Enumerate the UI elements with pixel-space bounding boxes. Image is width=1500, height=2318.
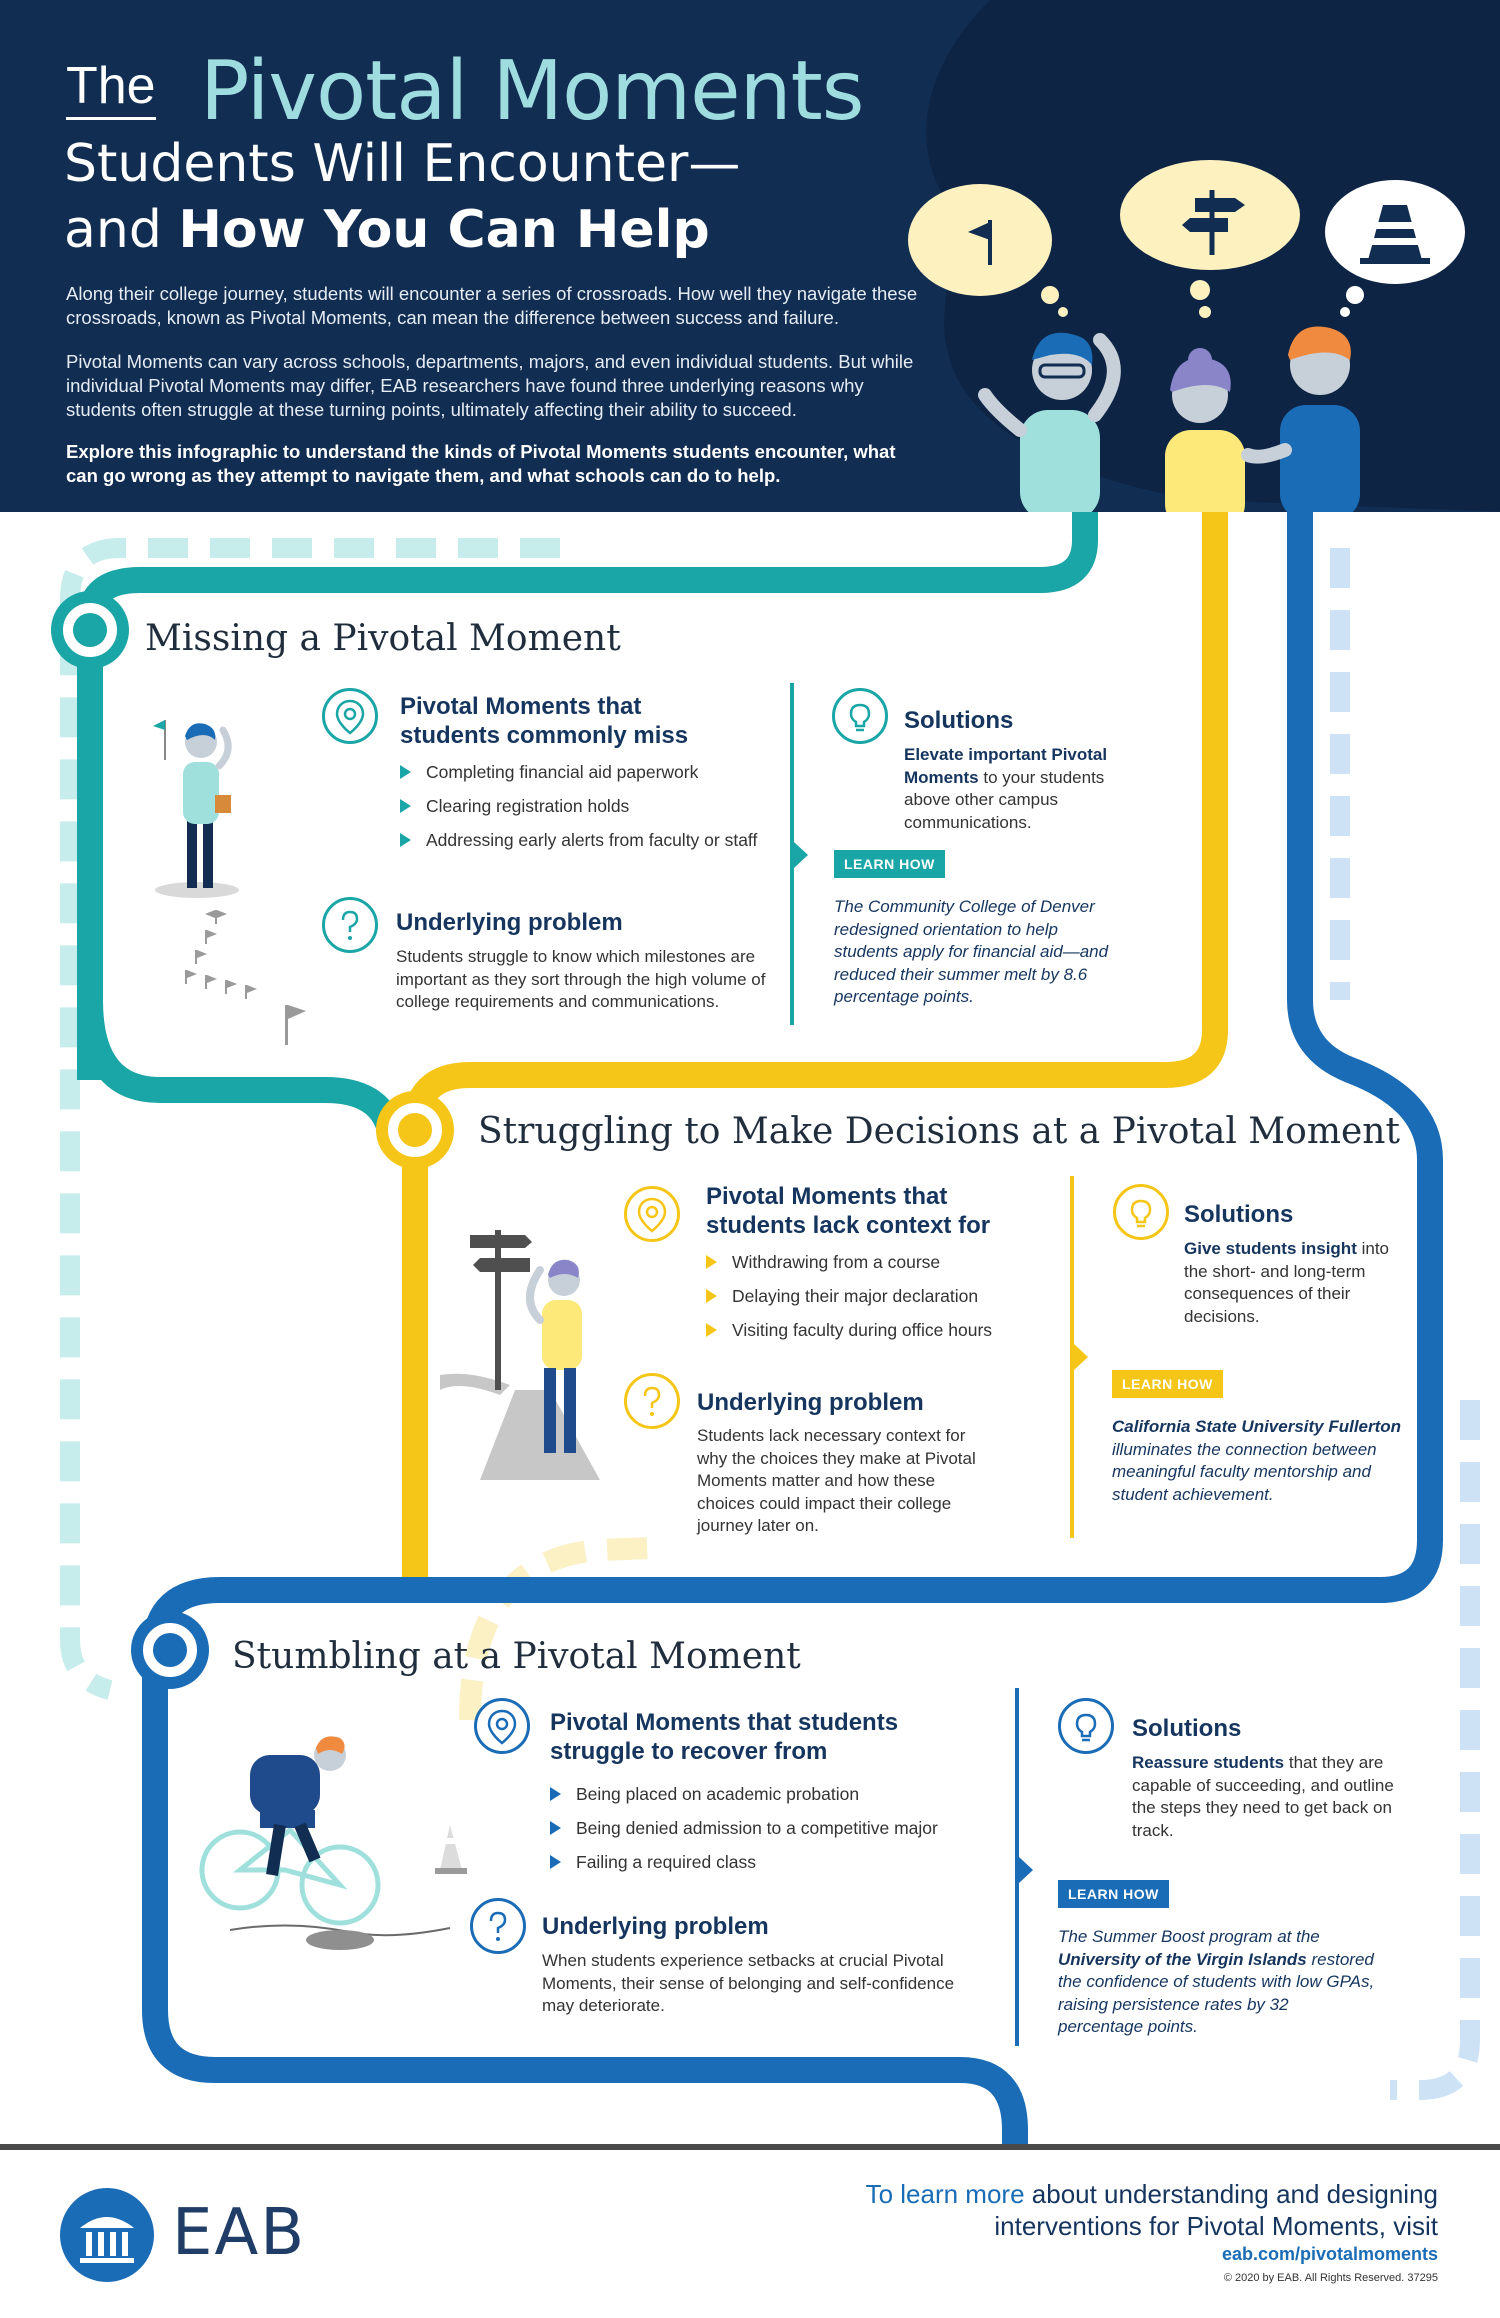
intro-paragraph-3: Explore this infographic to understand t… (66, 441, 896, 486)
lightbulb-icon (1113, 1184, 1169, 1240)
section-1-moments-list: Completing financial aid paperwork Clear… (400, 760, 757, 862)
list-item: Completing financial aid paperwork (400, 760, 757, 794)
section-2-moments-list: Withdrawing from a course Delaying their… (706, 1250, 992, 1352)
section-1-divider (790, 683, 794, 1025)
copyright-text: © 2020 by EAB. All Rights Reserved. 3729… (1223, 2272, 1438, 2284)
blue-dashed-track-2 (1390, 1400, 1480, 2100)
thought-bubble-cone-icon (1325, 180, 1465, 317)
section-3-problem-text: When students experience setbacks at cru… (542, 1951, 955, 2015)
location-pin-icon (474, 1698, 530, 1754)
intro-paragraph-2: Pivotal Moments can vary across schools,… (66, 351, 914, 420)
header-banner: The Pivotal Moments Students Will Encoun… (0, 0, 1500, 512)
section-3-divider (1015, 1688, 1019, 2046)
section-3-solutions-title: Solutions (1132, 1715, 1242, 1742)
list-item: Being placed on academic probation (550, 1782, 938, 1816)
list-item: Withdrawing from a course (706, 1250, 992, 1284)
list-item: Delaying their major declaration (706, 1284, 992, 1318)
thought-bubble-signpost-icon (1120, 160, 1300, 318)
student-orange-hair (1241, 326, 1360, 512)
section-2-moments-title: Pivotal Moments that students lack conte… (706, 1183, 991, 1239)
question-mark-icon (470, 1898, 526, 1954)
title-pivotal-moments: Pivotal Moments (200, 44, 864, 139)
list-item: Being denied admission to a competitive … (550, 1816, 938, 1850)
list-item: Visiting faculty during office hours (706, 1318, 992, 1352)
student-purple-hair (1165, 348, 1245, 512)
pathway-lines (51, 512, 1480, 2150)
divider-arrow (794, 842, 808, 868)
footer-divider (0, 2144, 1500, 2150)
lightbulb-icon (1058, 1698, 1114, 1754)
section-3-moments-list: Being placed on academic probation Being… (550, 1782, 938, 1884)
section-3-solutions-text: Reassure students that they are capable … (1132, 1753, 1394, 1840)
section-2-divider (1070, 1176, 1074, 1538)
flags-staircase-illustration (185, 910, 306, 1045)
thought-bubble-flag-icon (908, 184, 1068, 317)
section-1-solutions-title: Solutions (904, 707, 1014, 734)
intro-paragraph-1: Along their college journey, students wi… (66, 283, 918, 328)
students-illustration (908, 160, 1465, 512)
list-item: Addressing early alerts from faculty or … (400, 828, 757, 862)
title-line-3: and How You Can Help (64, 200, 710, 260)
section-2-title: Struggling to Make Decisions at a Pivota… (478, 1111, 1400, 1152)
section-3-example-text: The Summer Boost program at the Universi… (1058, 1927, 1375, 2036)
yellow-dashed-track (459, 1537, 651, 1721)
footer-call-to-action: To learn more about understanding and de… (865, 2179, 1438, 2241)
student-on-bicycle-illustration (199, 1736, 467, 1950)
divider-arrow (1074, 1344, 1088, 1370)
section-1-title: Missing a Pivotal Moment (145, 618, 621, 659)
section-2-example-text: California State University Fullerton il… (1112, 1417, 1402, 1504)
section-1-moments-title: Pivotal Moments that students commonly m… (400, 693, 689, 749)
section-1-problem-title: Underlying problem (396, 909, 623, 936)
lightbulb-icon (832, 688, 888, 744)
student-at-crossroads-illustration (440, 1230, 600, 1480)
footer-url-link[interactable]: eab.com/pivotalmoments (1221, 2244, 1438, 2264)
eab-logo-text: EAB (172, 2196, 307, 2270)
section-2-solutions-text: Give students insight into the short- an… (1184, 1239, 1389, 1326)
learn-how-button[interactable]: LEARN HOW (1058, 1880, 1169, 1908)
title-the: The (66, 57, 156, 121)
question-mark-icon (624, 1373, 680, 1429)
section-1-solutions-text: Elevate important Pivotal Moments to you… (904, 745, 1108, 832)
student-blue-hair (978, 332, 1121, 512)
divider-arrow (1019, 1857, 1033, 1883)
section-2-problem-title: Underlying problem (697, 1389, 924, 1416)
section-3-title: Stumbling at a Pivotal Moment (232, 1636, 801, 1677)
section-3-problem-title: Underlying problem (542, 1913, 769, 1940)
location-pin-icon (624, 1186, 680, 1242)
location-pin-icon (322, 688, 378, 744)
section-1-problem-text: Students struggle to know which mileston… (396, 947, 766, 1011)
title-line-2: Students Will Encounter— (64, 134, 741, 194)
student-with-flag-illustration (153, 720, 239, 898)
section-1-example-text: The Community College of Denver redesign… (834, 897, 1109, 1006)
list-item: Clearing registration holds (400, 794, 757, 828)
section-2-solutions-title: Solutions (1184, 1201, 1294, 1228)
learn-how-button[interactable]: LEARN HOW (834, 850, 945, 878)
eab-logo-icon (60, 2188, 154, 2282)
list-item: Failing a required class (550, 1850, 938, 1884)
section-2-problem-text: Students lack necessary context for why … (697, 1426, 976, 1535)
section-3-moments-title: Pivotal Moments that students struggle t… (550, 1709, 899, 1765)
learn-how-button[interactable]: LEARN HOW (1112, 1370, 1223, 1398)
question-mark-icon (322, 897, 378, 953)
